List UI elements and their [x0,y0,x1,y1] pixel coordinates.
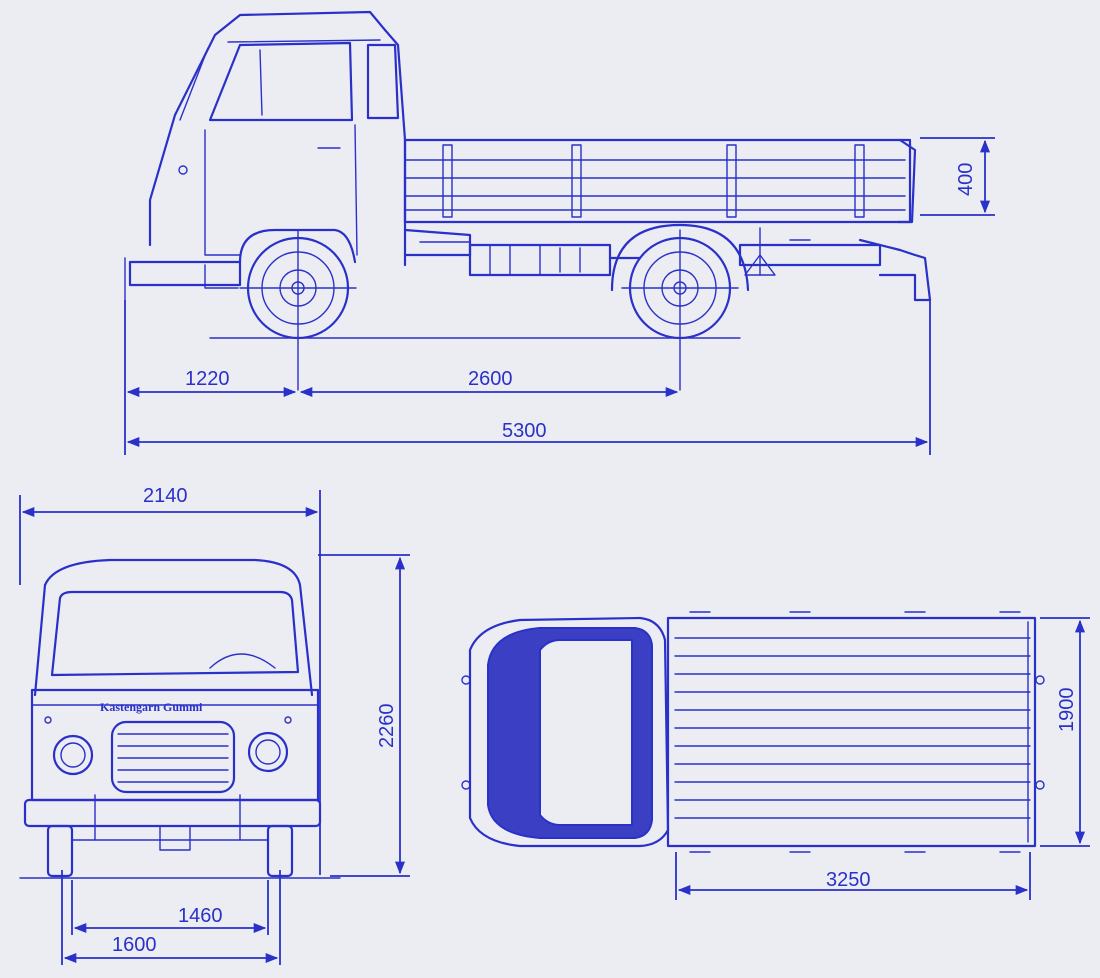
dim-overall-width: 2140 [143,485,188,507]
dim-overall-length: 5300 [502,420,547,442]
badge-text: Kastengarn Gummi [100,700,203,714]
side-view [124,10,932,391]
dim-track-front: 1600 [112,934,157,956]
dim-side-height: 400 [955,163,977,196]
side-dimensions [124,137,995,455]
top-dimensions [675,617,1090,900]
dim-track-rear: 1460 [178,905,223,927]
top-view [461,611,1045,853]
dim-overall-height: 2260 [376,704,398,749]
dim-wheelbase: 2600 [468,368,513,390]
dim-platform-length: 3250 [826,869,871,891]
front-dimensions [19,490,410,965]
dim-front-overhang: 1220 [185,368,230,390]
front-view: Kastengarn Gummi [19,558,341,879]
dim-platform-width: 1900 [1056,688,1078,733]
